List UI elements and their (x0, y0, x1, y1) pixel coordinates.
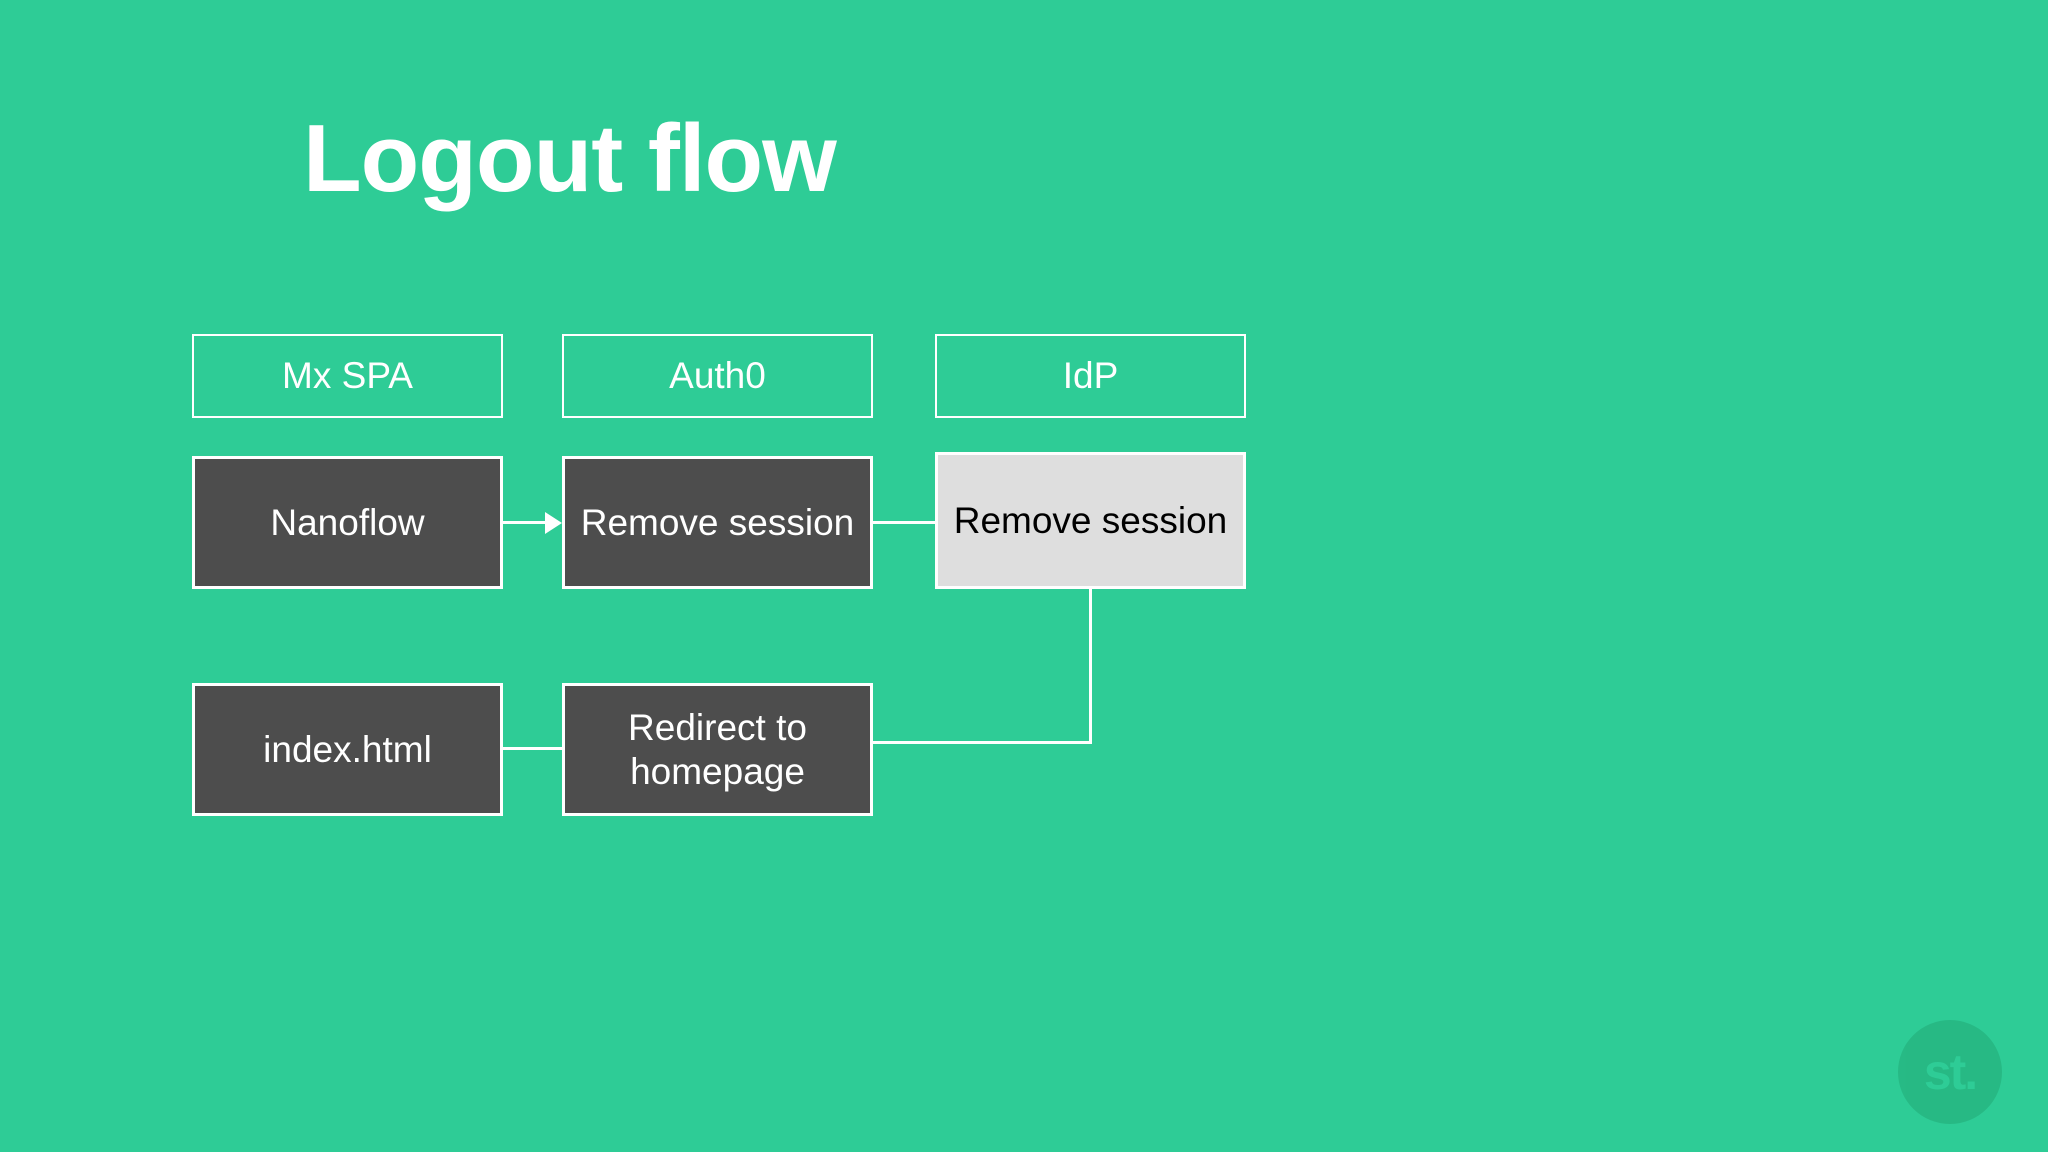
lane-header-label: IdP (1062, 355, 1119, 397)
node-index-html[interactable]: index.html (192, 683, 503, 816)
page-title: Logout flow (303, 105, 837, 212)
connector-idp-to-redirect-horizontal (873, 741, 1092, 744)
node-label: index.html (263, 728, 432, 770)
connector-index-html-to-redirect-line (503, 747, 565, 750)
node-remove-session-idp[interactable]: Remove session (935, 452, 1246, 589)
lane-header-label: Mx SPA (282, 355, 413, 397)
connector-nanoflow-to-remove-session-arrowhead (545, 512, 562, 534)
node-redirect-homepage[interactable]: Redirect to homepage (562, 683, 873, 816)
lane-header-label: Auth0 (669, 355, 766, 397)
node-label: Remove session (580, 501, 855, 543)
connector-idp-to-redirect-vertical (1089, 588, 1092, 744)
node-label: Redirect to homepage (628, 706, 807, 792)
brand-watermark-icon: st. (1898, 1020, 2002, 1124)
lane-header-auth0: Auth0 (562, 334, 873, 418)
node-label: Nanoflow (270, 501, 425, 543)
connector-remove-session-auth0-to-idp-line (873, 521, 936, 524)
node-label: Remove session (953, 499, 1228, 541)
connector-nanoflow-to-remove-session-line (503, 521, 545, 524)
lane-header-idp: IdP (935, 334, 1246, 418)
lane-header-mx-spa: Mx SPA (192, 334, 503, 418)
watermark-label: st. (1923, 1044, 1978, 1100)
node-nanoflow[interactable]: Nanoflow (192, 456, 503, 589)
node-remove-session-auth0[interactable]: Remove session (562, 456, 873, 589)
